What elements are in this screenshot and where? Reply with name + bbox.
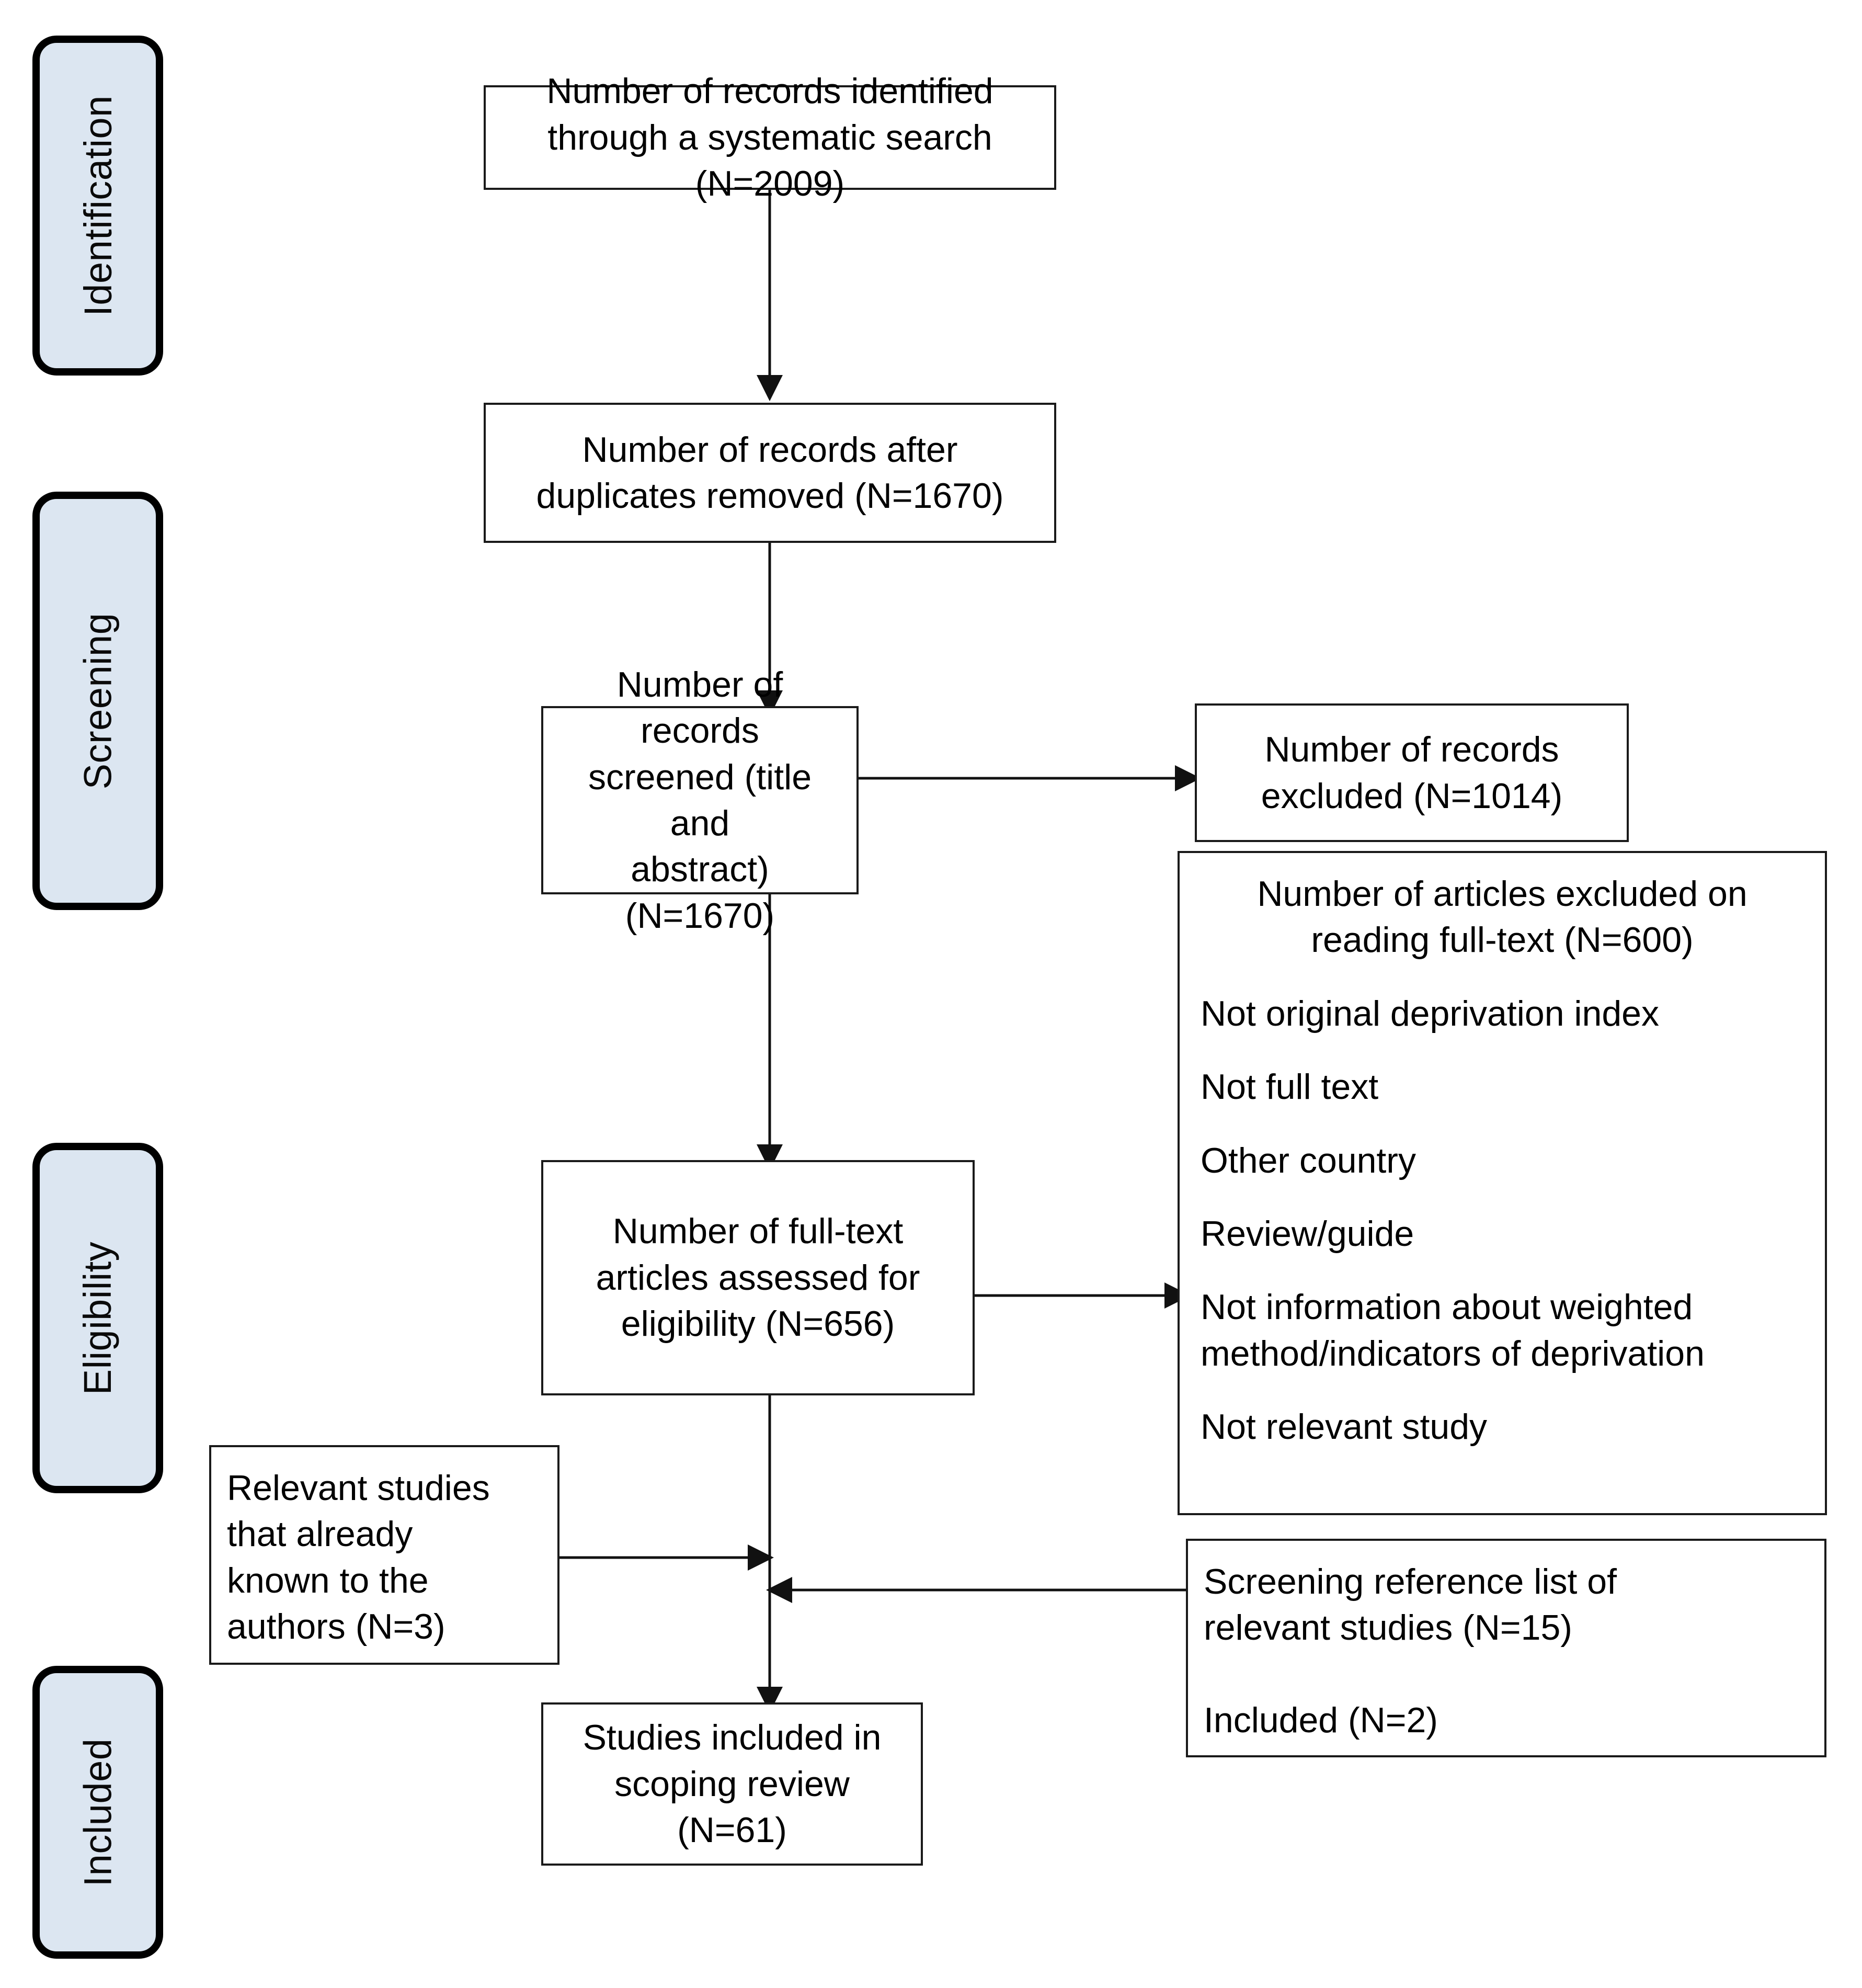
box-studies-included-text: Studies included in scoping review (N=61… <box>582 1718 882 1850</box>
box-records-excluded-text: Number of records excluded (N=1014) <box>1261 730 1563 816</box>
box-records-excluded: Number of records excluded (N=1014) <box>1195 703 1629 842</box>
stage-pill-screening: Screening <box>32 492 163 910</box>
exclusion-reason-item: Not information about weighted method/in… <box>1201 1287 1705 1373</box>
box-records-identified-text: Number of records identified through a s… <box>546 71 993 204</box>
exclusion-reason-item: Other country <box>1201 1140 1416 1180</box>
box-records-screened: Number of records screened (title and ab… <box>541 665 859 936</box>
box-studies-included: Studies included in scoping review (N=61… <box>541 1702 923 1866</box>
exclusion-reasons-heading: Number of articles excluded on reading f… <box>1257 874 1747 960</box>
box-full-text-assessed: Number of full-text articles assessed fo… <box>541 1160 975 1395</box>
box-records-after-duplicates-text: Number of records after duplicates remov… <box>536 429 1004 516</box>
box-reference-list-text: Screening reference list of relevant stu… <box>1204 1562 1617 1741</box>
stage-pill-identification: Identification <box>32 36 163 376</box>
box-known-to-authors: Relevant studies that already known to t… <box>209 1445 559 1665</box>
stage-label-included: Included <box>76 1738 120 1887</box>
stage-pill-included: Included <box>32 1666 163 1959</box>
panel-exclusion-reasons: Number of articles excluded on reading f… <box>1178 851 1827 1515</box>
stage-label-identification: Identification <box>76 95 120 316</box>
box-records-after-duplicates: Number of records after duplicates remov… <box>484 403 1056 543</box>
exclusion-reason-item: Review/guide <box>1201 1213 1414 1254</box>
box-reference-list: Screening reference list of relevant stu… <box>1186 1539 1826 1757</box>
exclusion-reason-item: Not original deprivation index <box>1201 993 1659 1033</box>
stage-label-eligibility: Eligibility <box>76 1241 120 1395</box>
box-records-identified: Number of records identified through a s… <box>484 71 1056 203</box>
exclusion-reason-item: Not full text <box>1201 1067 1379 1107</box>
stage-pill-eligibility: Eligibility <box>32 1143 163 1493</box>
box-records-screened-text: Number of records screened (title and ab… <box>588 664 812 936</box>
box-full-text-assessed-text: Number of full-text articles assessed fo… <box>596 1211 920 1344</box>
stage-label-screening: Screening <box>76 612 120 789</box>
exclusion-reason-item: Not relevant study <box>1201 1407 1488 1447</box>
box-known-to-authors-text: Relevant studies that already known to t… <box>227 1468 490 1647</box>
